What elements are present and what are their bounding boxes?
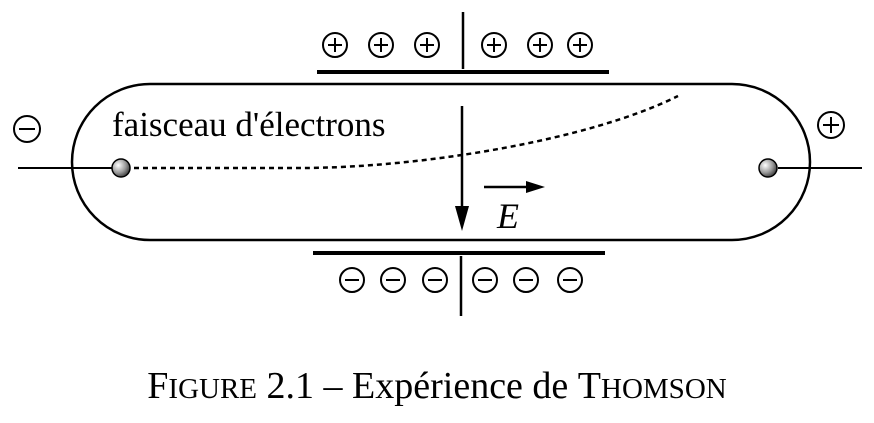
positive-charges xyxy=(322,32,593,58)
negative-charge-circle xyxy=(339,267,365,293)
electron-beam-path xyxy=(134,94,679,170)
caption-title: Expérience de xyxy=(352,365,569,407)
negative-charge-circle xyxy=(380,267,406,293)
thomson-experiment-diagram: faisceau d'électrons E xyxy=(13,12,862,316)
positive-charge xyxy=(481,32,507,58)
negative-charge xyxy=(380,267,406,293)
caption-prefix-cap: F xyxy=(147,365,169,407)
negative-charge-circle xyxy=(513,267,539,293)
positive-charge-circle xyxy=(481,32,507,58)
negative-charge-circle xyxy=(422,267,448,293)
negative-charge xyxy=(472,267,498,293)
positive-charge xyxy=(567,32,593,58)
positive-charge-circle xyxy=(322,32,348,58)
anode-sign xyxy=(817,111,845,139)
cathode-sign-circle xyxy=(13,115,41,143)
caption-dash: – xyxy=(323,365,343,407)
anode-electrode xyxy=(758,158,778,178)
beam-label: faisceau d'électrons xyxy=(112,105,386,144)
anode-sign-circle xyxy=(817,111,845,139)
positive-charge-circle xyxy=(414,32,440,58)
figure-caption: Figure 2.1 – Expérience de Thomson xyxy=(0,364,874,411)
negative-charge xyxy=(339,267,365,293)
negative-charge xyxy=(513,267,539,293)
field-label: E xyxy=(496,196,519,236)
caption-number: 2.1 xyxy=(266,365,315,407)
positive-charge xyxy=(322,32,348,58)
positive-charge xyxy=(414,32,440,58)
caption-name-rest: homson xyxy=(601,373,727,405)
positive-charge xyxy=(368,32,394,58)
cathode-ray-tube xyxy=(70,82,812,242)
caption-prefix-rest: igure xyxy=(168,373,258,405)
negative-charge-circle xyxy=(472,267,498,293)
positive-plate xyxy=(317,12,609,74)
positive-charge xyxy=(527,32,553,58)
field-arrow-head-icon xyxy=(455,206,469,231)
cathode-electrode xyxy=(111,158,131,178)
positive-charge-circle xyxy=(527,32,553,58)
field-vector-arrow-head-icon xyxy=(526,181,545,193)
negative-plate xyxy=(313,251,605,316)
negative-charge xyxy=(422,267,448,293)
positive-charge-circle xyxy=(567,32,593,58)
negative-charge xyxy=(557,267,583,293)
caption-name-cap: T xyxy=(577,365,602,407)
cathode-sign xyxy=(13,115,41,143)
negative-charge-circle xyxy=(557,267,583,293)
positive-charge-circle xyxy=(368,32,394,58)
negative-charges xyxy=(339,267,583,293)
